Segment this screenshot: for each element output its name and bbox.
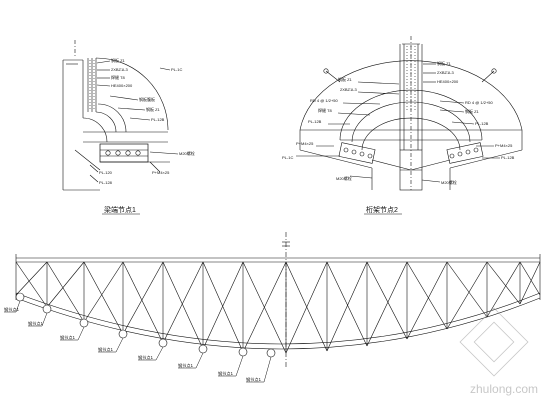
truss-node xyxy=(15,292,25,302)
d1-label-5: 钢板 Z1 xyxy=(146,106,161,112)
truss-elevation xyxy=(15,232,541,368)
d1-label-6: PL-12B xyxy=(151,117,165,122)
d2-right-label-0: 钢板 Z1 xyxy=(437,60,452,66)
watermark-text: zhulong.com xyxy=(470,382,538,396)
truss-tag-leaders xyxy=(4,300,272,383)
d1-label-9: P+M4×25 xyxy=(152,170,170,175)
d2-left-label-5: P+M4×25 xyxy=(296,141,314,146)
truss-node xyxy=(79,318,89,328)
d2-right-label-1: 2XBZ1L3 xyxy=(437,70,454,75)
d1-label-4: 钢板腹板 xyxy=(139,96,155,102)
node-tag-6: 钢节点1 xyxy=(218,370,234,377)
truss-node xyxy=(158,338,168,348)
d1-label-3: HE400×200 xyxy=(111,83,133,88)
detail-1 xyxy=(62,40,179,191)
node-tag-1: 钢节点1 xyxy=(28,320,44,327)
d2-right-label-4: 钢板 Z1 xyxy=(465,108,480,114)
d2-right-label-7: PL-12B xyxy=(501,155,515,160)
d1-label-2: 焊缝 T8 xyxy=(111,74,126,80)
detail-1-labels: 钢板 Z1 2XBZ1L3 焊缝 T8 HE400×200 钢板腹板 钢板 Z1… xyxy=(99,57,195,185)
node-tag-2: 钢节点1 xyxy=(60,334,76,341)
d2-left-label-4: PL-12B xyxy=(308,119,322,124)
truss-node xyxy=(118,329,128,339)
watermark: zhulong.com xyxy=(459,307,538,396)
truss-node xyxy=(198,344,208,354)
detail-2-caption: 桁架节点2 xyxy=(366,205,398,214)
d2-left-label-0: 钢板 Z1 xyxy=(338,76,353,82)
d2-left-label-2: RD 4 @ 1/2+50 xyxy=(310,98,339,103)
node-tag-0: 钢节点1 xyxy=(4,306,20,313)
d2-right-label-5: PL-12B xyxy=(475,121,489,126)
detail-2 xyxy=(296,36,523,191)
truss-node xyxy=(266,348,276,358)
d1-label-0: 钢板 Z1 xyxy=(111,57,126,63)
node-tag-7: 钢节点1 xyxy=(246,376,262,383)
d1-label-10: PL-120 xyxy=(99,170,113,175)
d2-right-label-6: P+M4×25 xyxy=(495,143,513,148)
d2-right-label-3: RD 4 @ 1/2+50 xyxy=(465,100,494,105)
d1-label-11: PL-128 xyxy=(99,180,113,185)
d1-label-1: 2XBZ1L3 xyxy=(111,67,128,72)
d2-left-label-6: PL-1C xyxy=(282,155,293,160)
detail-2-labels: 钢板 Z1 2XBZ1L3 RD 4 @ 1/2+50 焊缝 T8 PL-12B… xyxy=(282,60,515,185)
node-tag-4: 钢节点1 xyxy=(138,354,154,361)
d2-left-label-1: 2XBZ1L3 xyxy=(340,87,357,92)
d2-left-label-3: 焊缝 T8 xyxy=(318,107,333,113)
d1-label-8: M20螺栓 xyxy=(179,150,195,156)
d2-right-label-2: HE400×200 xyxy=(437,79,459,84)
truss-node xyxy=(42,304,52,314)
truss-node xyxy=(238,347,248,357)
detail-1-caption: 梁端节点1 xyxy=(104,205,136,214)
truss-tags: 钢节点1 钢节点1 钢节点1 钢节点1 钢节点1 钢节点1 钢节点1 钢节点1 xyxy=(4,306,262,383)
node-tag-5: 钢节点1 xyxy=(178,362,194,369)
d1-label-7: PL-1C xyxy=(171,67,182,72)
d2-left-label-7: M20螺栓 xyxy=(336,175,352,181)
node-tag-3: 钢节点1 xyxy=(98,346,114,353)
d2-right-label-8: M20螺栓 xyxy=(441,179,457,185)
